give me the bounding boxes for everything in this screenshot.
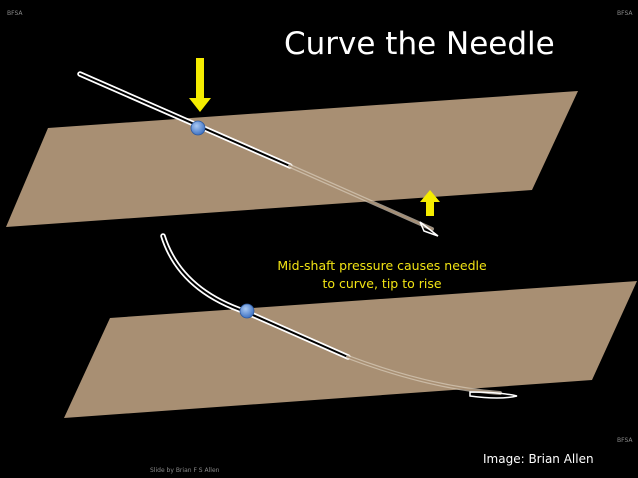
- lower-illustration: [64, 233, 637, 418]
- needle-straight: [77, 71, 439, 237]
- caption-line-1: Mid-shaft pressure causes needle: [277, 258, 487, 273]
- watermark-top-left: BFSA: [7, 10, 23, 17]
- slide-title: Curve the Needle: [284, 26, 555, 62]
- watermark-bottom-right: BFSA: [617, 437, 633, 444]
- tissue-plane-lower: [64, 281, 637, 418]
- watermark-top-right: BFSA: [617, 10, 633, 17]
- tip-rise-arrow-up: [420, 190, 440, 216]
- pressure-arrow-down: [189, 58, 211, 112]
- tissue-plane-upper: [6, 91, 578, 227]
- slide-footer: Slide by Brian F S Allen: [150, 467, 220, 474]
- caption-line-2: to curve, tip to rise: [322, 276, 442, 291]
- caption: Mid-shaft pressure causes needle to curv…: [258, 257, 506, 293]
- image-credit: Image: Brian Allen: [483, 452, 594, 466]
- upper-illustration: [6, 58, 578, 237]
- contact-point-upper: [190, 120, 206, 136]
- contact-point-lower: [239, 303, 255, 319]
